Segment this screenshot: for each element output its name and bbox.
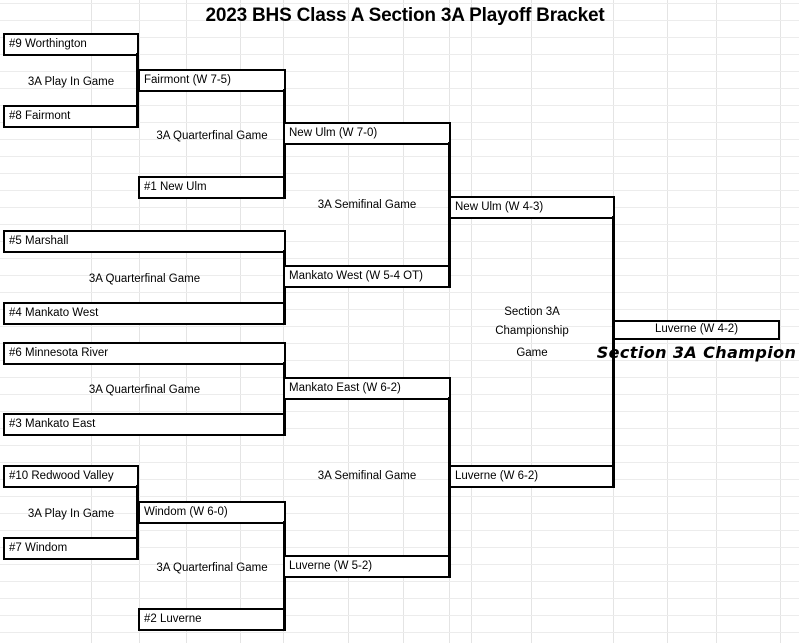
result-box-qf-bottom[interactable]: Luverne (W 5-2) [283, 555, 451, 578]
round-label-play-in-top: 3A Play In Game [27, 75, 115, 88]
result-box-sf-top[interactable]: New Ulm (W 4-3) [449, 196, 615, 219]
grid-row-line-37 [0, 632, 799, 633]
result-box-qf-upper-mid[interactable]: Mankato West (W 5-4 OT) [283, 265, 451, 288]
result-box-champion[interactable]: Luverne (W 4-2) [613, 320, 780, 340]
seed-box-6-minnesota-river[interactable]: #6 Minnesota River [3, 342, 286, 365]
connector-playin-top [136, 53, 139, 128]
round-label-championship-line2: Championship [495, 325, 569, 338]
grid-column-line-5 [348, 0, 349, 643]
round-label-semifinal-bottom: 3A Semifinal Game [317, 469, 417, 482]
grid-row-line-26 [0, 445, 799, 446]
grid-row-line-27 [0, 462, 799, 463]
seed-box-8-fairmont[interactable]: #8 Fairmont [3, 105, 139, 128]
seed-box-9-worthington[interactable]: #9 Worthington [3, 33, 139, 56]
result-box-playin-top[interactable]: Fairmont (W 7-5) [138, 69, 286, 92]
round-label-quarterfinal-2: 3A Quarterfinal Game [88, 272, 201, 285]
page-title: 2023 BHS Class A Section 3A Playoff Brac… [205, 5, 605, 26]
result-box-qf-lower-mid[interactable]: Mankato East (W 6-2) [283, 377, 451, 400]
connector-playin-bottom [136, 485, 139, 560]
grid-row-line-13 [0, 224, 799, 225]
grid-row-line-34 [0, 581, 799, 582]
grid-row-line-9 [0, 156, 799, 157]
grid-row-line-10 [0, 173, 799, 174]
result-box-sf-bottom[interactable]: Luverne (W 6-2) [449, 465, 615, 488]
grid-row-line-35 [0, 598, 799, 599]
champion-caption: Section 3A Champion [596, 342, 797, 362]
grid-row-line-29 [0, 496, 799, 497]
seed-box-2-luverne[interactable]: #2 Luverne [138, 608, 286, 631]
round-label-quarterfinal-4: 3A Quarterfinal Game [156, 561, 268, 574]
round-label-championship-line1: Section 3A [504, 306, 560, 319]
seed-box-5-marshall[interactable]: #5 Marshall [3, 230, 286, 253]
seed-box-10-redwood-valley[interactable]: #10 Redwood Valley [3, 465, 139, 488]
grid-row-line-36 [0, 615, 799, 616]
round-label-quarterfinal-3: 3A Quarterfinal Game [88, 383, 201, 396]
grid-column-line-6 [403, 0, 404, 643]
grid-row-line-15 [0, 258, 799, 259]
round-label-quarterfinal-1: 3A Quarterfinal Game [156, 129, 268, 142]
grid-row-line-17 [0, 292, 799, 293]
grid-row-line-31 [0, 530, 799, 531]
seed-box-4-mankato-west[interactable]: #4 Mankato West [3, 302, 286, 325]
grid-column-line-13 [780, 0, 781, 643]
seed-box-3-mankato-east[interactable]: #3 Mankato East [3, 413, 286, 436]
round-label-play-in-bottom: 3A Play In Game [27, 507, 115, 520]
grid-row-line-24 [0, 411, 799, 412]
round-label-championship-line3: Game [516, 347, 548, 360]
result-box-qf-top[interactable]: New Ulm (W 7-0) [283, 122, 451, 145]
seed-box-7-windom[interactable]: #7 Windom [3, 537, 139, 560]
seed-box-1-new-ulm[interactable]: #1 New Ulm [138, 176, 286, 199]
grid-row-line-11 [0, 190, 799, 191]
result-box-playin-bottom[interactable]: Windom (W 6-0) [138, 501, 286, 524]
grid-row-line-0 [0, 3, 799, 4]
round-label-semifinal-top: 3A Semifinal Game [317, 198, 417, 211]
connector-championship [612, 216, 615, 488]
